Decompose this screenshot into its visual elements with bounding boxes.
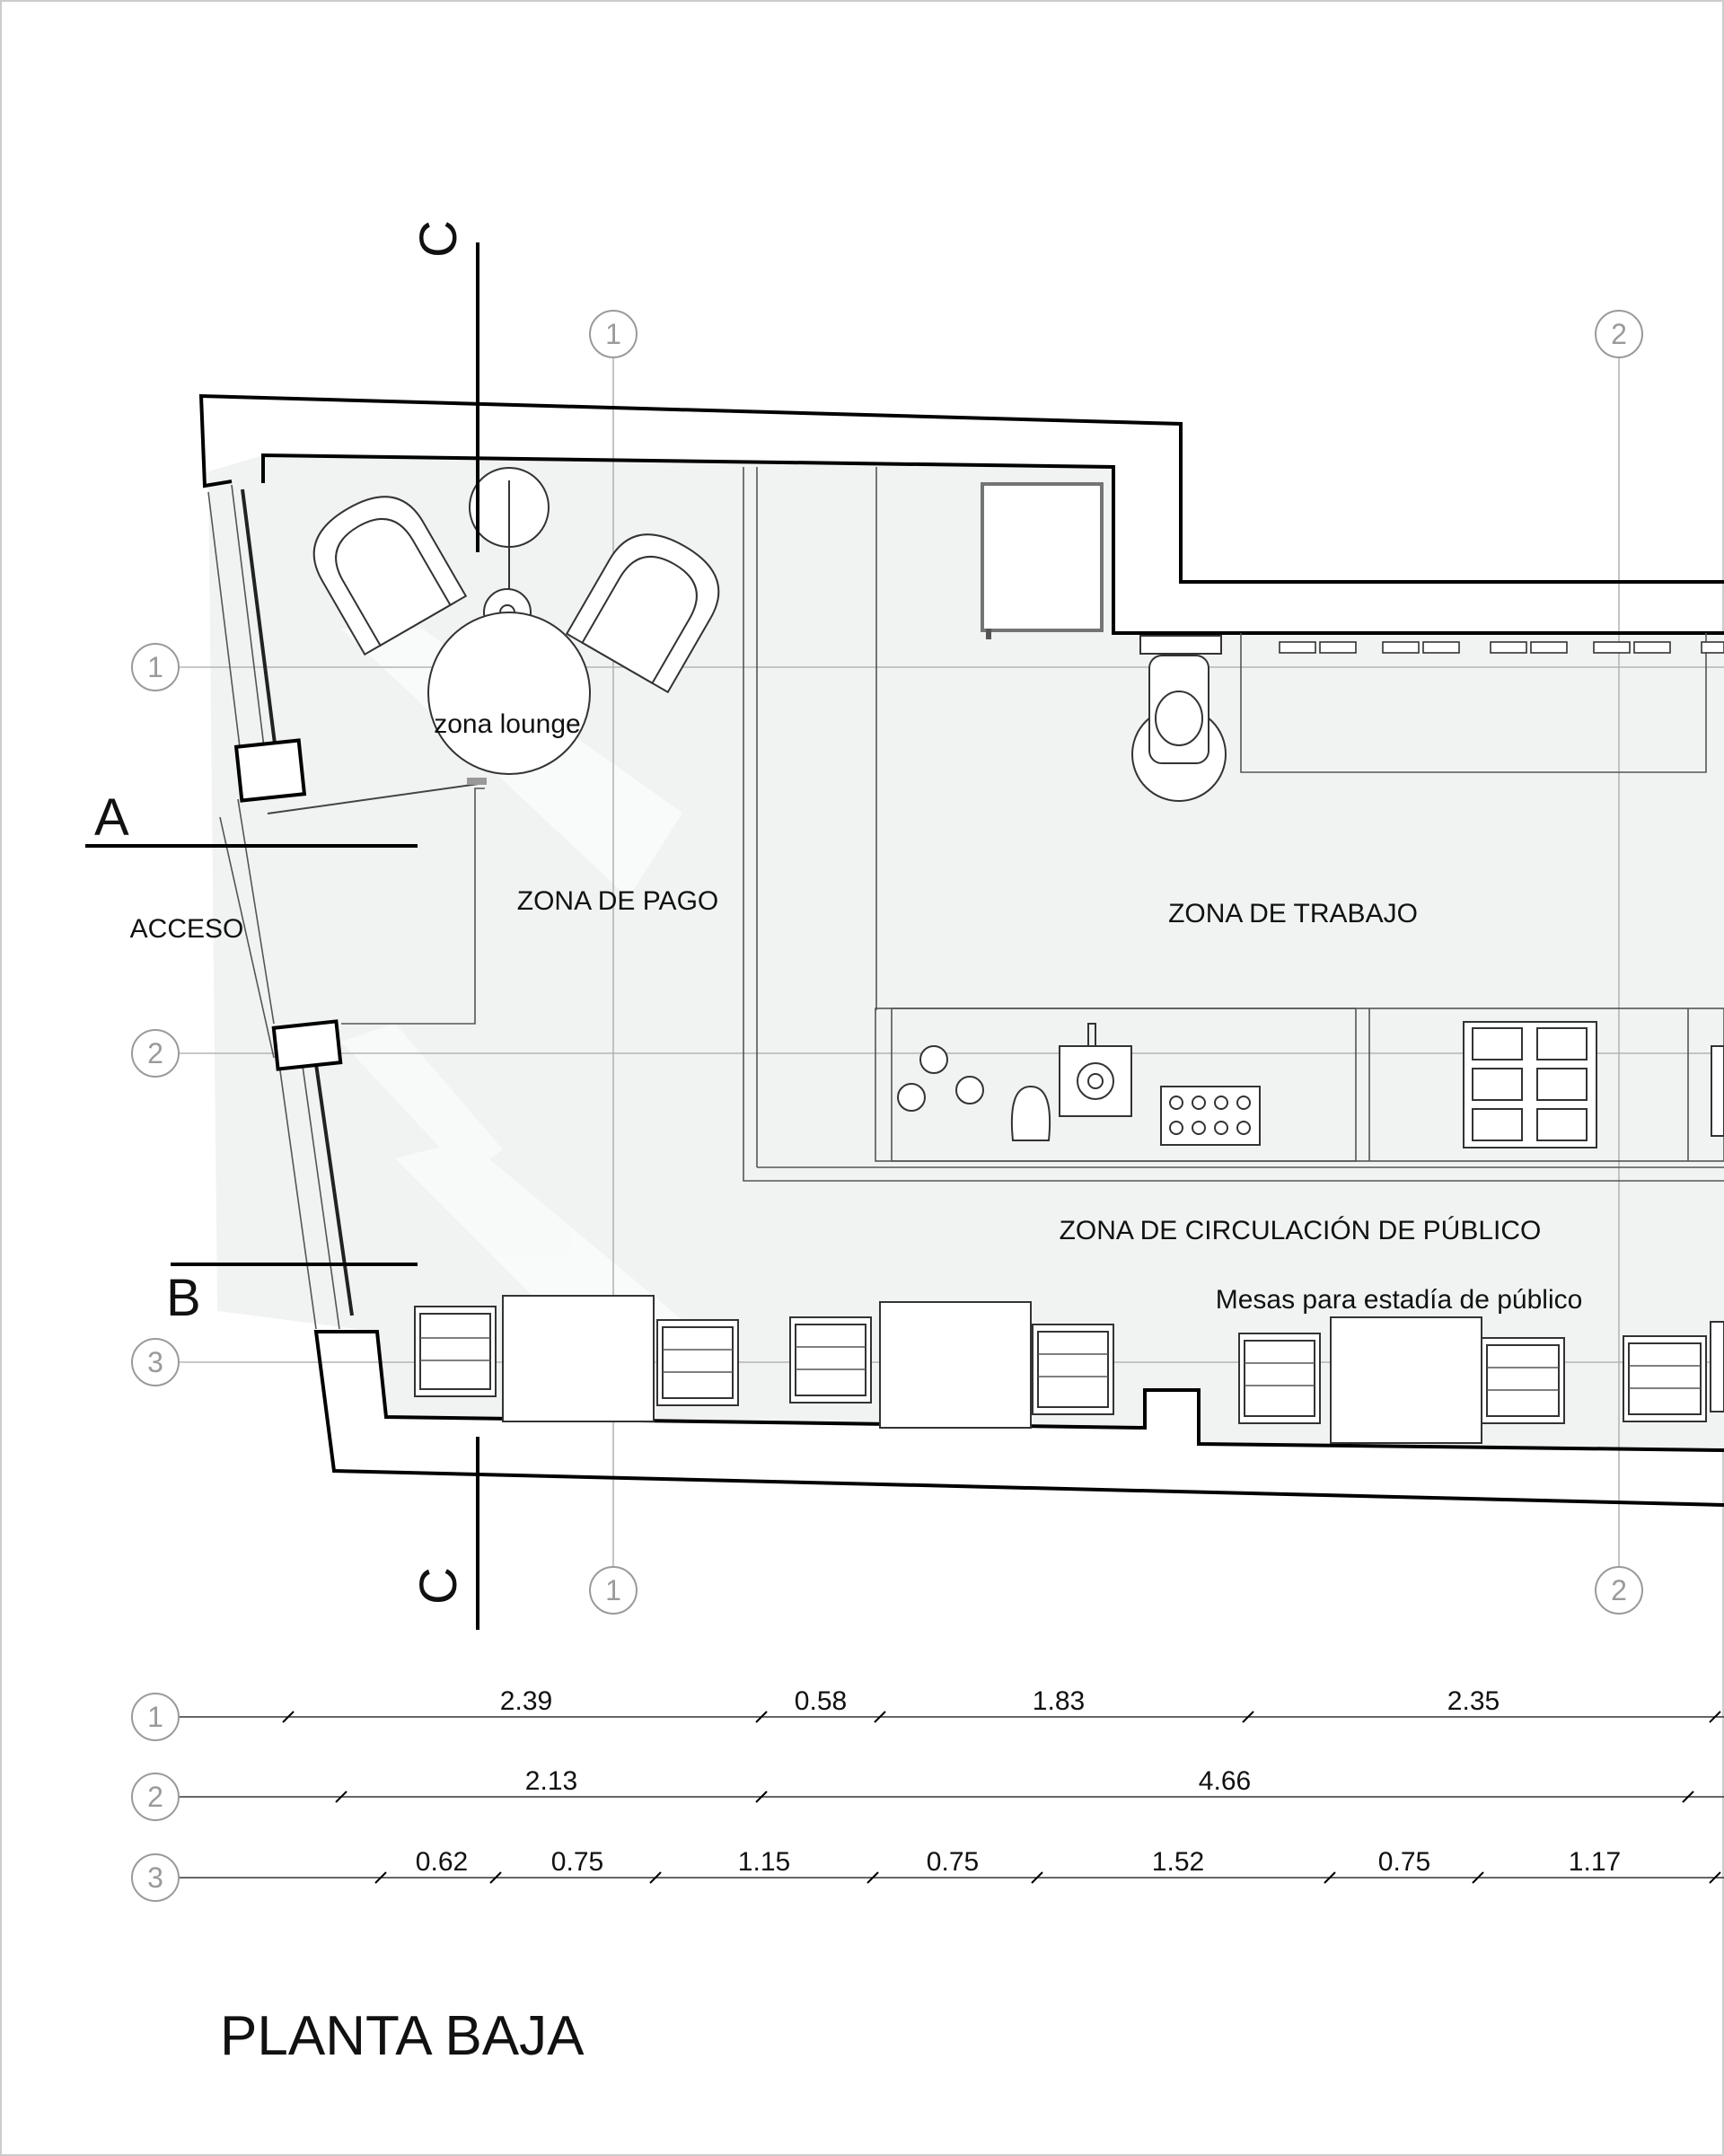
zone-label-acceso: ACCESO [130,914,244,944]
inner-wall [261,453,1724,635]
section-mark-a: A [94,788,129,847]
dimension-value: 1.17 [1569,1847,1621,1877]
grinder-icon [1010,1085,1051,1141]
dimension-value: 1.83 [1033,1686,1085,1716]
stool [414,1306,497,1397]
grid-bubble-h3: 3 [131,1338,180,1386]
stove-icon [1463,1021,1597,1148]
kitchen-equipment [897,1021,1724,1148]
stool [1238,1333,1321,1424]
stool [789,1316,872,1404]
stool [1623,1335,1707,1422]
svg-text:1: 1 [147,651,163,683]
grid-bubble-v2-bottom: 2 [1595,1566,1643,1615]
dimension-bubble-1: 1 [131,1693,180,1741]
svg-text:2: 2 [147,1037,163,1069]
dimension-value: 2.39 [500,1686,552,1716]
public-seating [414,1295,1724,1444]
door-handle-icon [467,778,487,785]
dimension-bubble-3: 3 [131,1853,180,1902]
dimension-value: 2.35 [1447,1686,1500,1716]
svg-text:1: 1 [605,1574,621,1606]
burner-plate-icon [1160,1086,1261,1146]
armchair-left [312,496,468,656]
svg-text:1: 1 [605,318,621,350]
dimension-bubble-2: 2 [131,1773,180,1821]
zone-label-mesas: Mesas para estadía de público [1216,1285,1583,1315]
stool [656,1319,739,1406]
grid-bubble-v2-top: 2 [1595,310,1643,358]
outer-wall [198,393,1724,584]
svg-text:2: 2 [147,1781,163,1813]
wall-fixtures [1279,641,1724,654]
section-mark-b: B [166,1269,201,1327]
work-zone-outlines [743,467,1724,1182]
svg-text:1: 1 [147,1701,163,1733]
stool [1032,1324,1114,1415]
svg-text:2: 2 [1611,318,1627,350]
svg-text:3: 3 [147,1346,163,1378]
entrance-column-bottom [271,1019,343,1071]
south-wall [313,1330,1724,1507]
dimension-value: 1.15 [738,1847,790,1877]
grid-bubble-v1-top: 1 [589,310,638,358]
section-mark-c-bottom: C [409,1567,468,1605]
dimension-value: 1.52 [1152,1847,1204,1877]
door-leaf [267,782,486,814]
fridge [982,484,1102,630]
plan-title: PLANTA BAJA [220,2005,585,2067]
section-lines [85,242,479,1630]
entrance-column-top [233,738,307,803]
dimension-value: 0.58 [795,1686,847,1716]
armchair-right [565,533,720,694]
dimension-value: 4.66 [1199,1766,1251,1796]
coffee-machine-icon [1059,1045,1132,1117]
zone-label-pago: ZONA DE PAGO [517,886,719,916]
lounge-furniture [312,467,720,775]
dimension-value: 0.75 [927,1847,979,1877]
grid-bubble-h2: 2 [131,1029,180,1078]
work-chair [1131,635,1227,802]
dimension-rows [180,1711,1724,1884]
facade-glazing [207,484,354,1330]
section-mark-c-top: C [409,220,468,258]
grid-bubble-v1-bottom: 1 [589,1566,638,1615]
zone-label-circulacion: ZONA DE CIRCULACIÓN DE PÚBLICO [1060,1216,1542,1245]
lounge-table [427,612,591,775]
zone-label-trabajo: ZONA DE TRABAJO [1168,899,1418,928]
dimension-value: 0.75 [551,1847,603,1877]
payment-counter [341,788,485,1025]
svg-text:3: 3 [147,1861,163,1894]
dimension-value: 0.75 [1378,1847,1430,1877]
table [879,1301,1032,1429]
grid-bubble-h1: 1 [131,643,180,691]
table [502,1295,655,1422]
dimension-value: 0.62 [416,1847,468,1877]
zone-label-lounge: zona lounge [434,709,580,739]
dimension-value: 2.13 [525,1766,577,1796]
table [1330,1316,1482,1444]
svg-text:2: 2 [1611,1574,1627,1606]
stool [1481,1337,1565,1424]
